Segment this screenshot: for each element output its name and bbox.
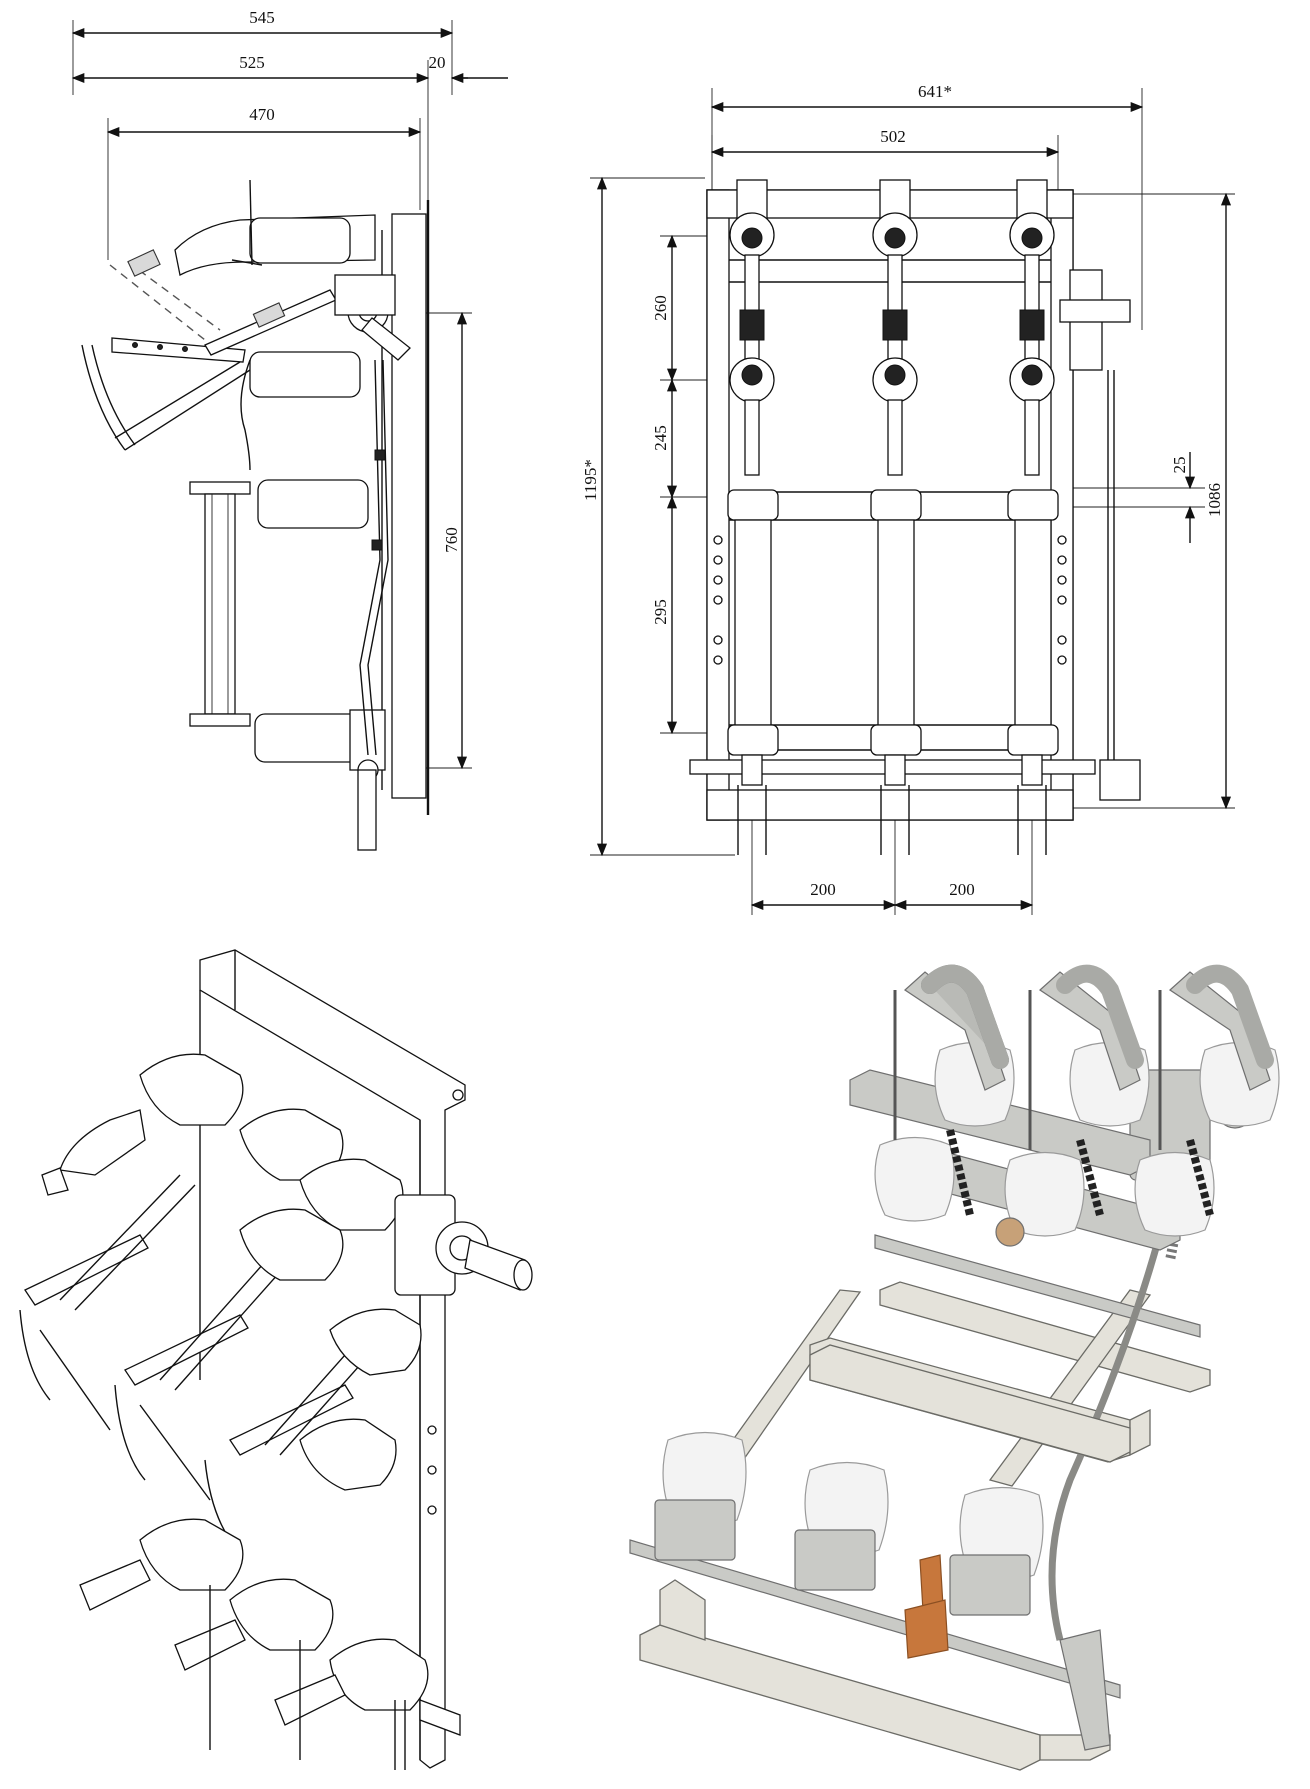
isometric-back-plate <box>199 949 466 1769</box>
iso-upper-insulators <box>41 1053 404 1231</box>
dim-641-label: 641* <box>918 82 952 101</box>
dim-20-label: 20 <box>429 53 446 72</box>
dim-245-label: 245 <box>651 425 670 451</box>
phase-pole-right <box>1007 179 1059 786</box>
side-view-drawing: 545 525 20 470 760 <box>71 8 508 851</box>
iso-middle-insulators <box>239 1208 422 1491</box>
mounting-panel <box>391 213 427 799</box>
photo-handle <box>1059 1629 1111 1751</box>
dim-260-label: 260 <box>651 295 670 321</box>
dim-1086-label: 1086 <box>1205 483 1224 517</box>
phase-pole-middle <box>870 179 922 786</box>
lower-insulator <box>257 479 369 529</box>
fuse-tube <box>204 493 236 715</box>
photo-upper-arms <box>893 964 1274 1247</box>
dim-200-right-label: 200 <box>949 880 975 899</box>
dim-25-label: 25 <box>1170 457 1189 474</box>
isometric-drawing <box>19 949 533 1770</box>
iso-lower-insulators <box>79 1518 461 1770</box>
photo-cross-plate <box>809 1344 1131 1463</box>
dim-1195-label: 1195* <box>581 459 600 501</box>
iso-blades <box>19 1174 401 1541</box>
middle-insulator <box>249 351 361 398</box>
dim-760-label: 760 <box>442 527 461 553</box>
dim-545-label: 545 <box>249 8 275 27</box>
phase-pole-left <box>727 179 779 786</box>
dim-295-label: 295 <box>651 599 670 625</box>
dim-525-label: 525 <box>239 53 265 72</box>
front-view-drawing: 641* 502 1195* 260 245 295 25 1086 <box>581 82 1235 915</box>
photo-lower-insulators <box>654 1431 1044 1659</box>
iso-drive <box>394 1194 533 1296</box>
dim-502-label: 502 <box>880 127 906 146</box>
dim-470-label: 470 <box>249 105 275 124</box>
blade <box>111 337 246 363</box>
dim-200-left-label: 200 <box>810 880 836 899</box>
frame-holes <box>713 535 1067 665</box>
photo-rendering <box>629 964 1280 1771</box>
photo-drive-shaft <box>629 1539 1121 1699</box>
bottom-insulator <box>254 713 366 763</box>
